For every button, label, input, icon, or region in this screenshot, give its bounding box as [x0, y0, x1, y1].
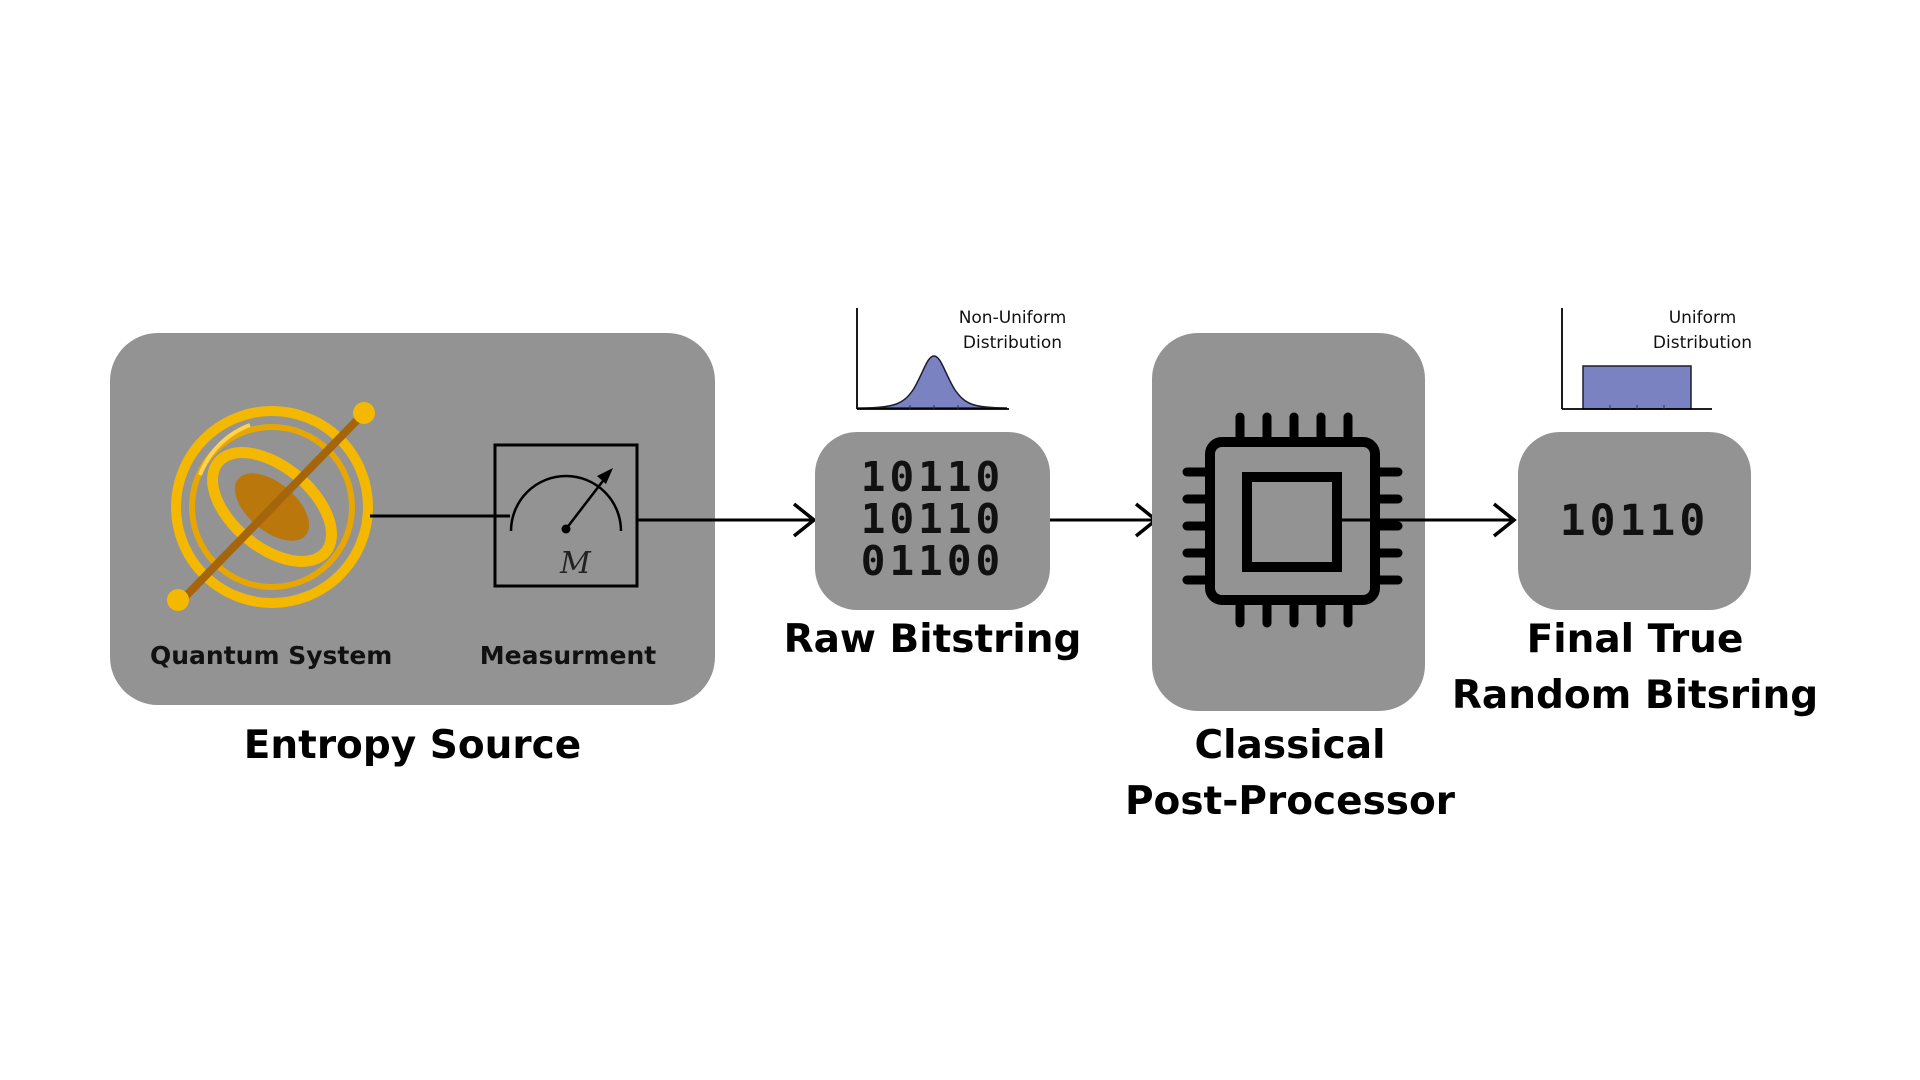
raw-bitstring-box [815, 432, 1050, 610]
non-uniform-distribution-plot [856, 308, 1009, 410]
entropy-source-box [110, 333, 715, 705]
uniform-distribution-label: Uniform Distribution [1652, 308, 1753, 353]
raw-bitstring-title: Raw Bitstring [783, 617, 1082, 662]
non-uniform-distribution-label: Non-Uniform Distribution [958, 308, 1067, 353]
uniform-distribution-plot [1561, 308, 1712, 410]
cpu-chip-icon [1182, 412, 1403, 628]
connector-line [370, 514, 510, 518]
arrow-to-raw [638, 502, 817, 538]
measurement-label: Measurment [479, 641, 657, 670]
raw-bitstring-text: 10110 10110 01100 [860, 453, 1005, 585]
final-bitstring-title: Final True Random Bitsring [1451, 617, 1819, 718]
quantum-system-label: Quantum System [150, 641, 393, 670]
entropy-source-title: Entropy Source [243, 723, 582, 768]
gyroscope-icon [167, 402, 375, 611]
final-bitstring-text: 10110 [1559, 496, 1710, 546]
final-bitstring-box [1518, 432, 1751, 610]
post-processor-title: Classical Post-Processor [1124, 723, 1456, 824]
arrow-to-final [1338, 502, 1517, 538]
arrow-to-processor [1050, 502, 1159, 538]
meter-icon: M [493, 443, 639, 588]
meter-symbol: M [559, 546, 592, 581]
